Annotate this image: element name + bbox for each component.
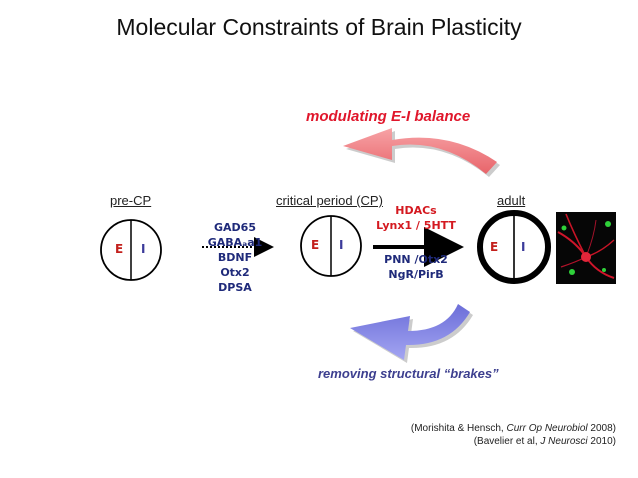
microscopy-image bbox=[556, 212, 616, 284]
stage-label-adult: adult bbox=[497, 193, 526, 208]
bottom-arrow-label: removing structural “brakes” bbox=[318, 366, 499, 381]
right-top-factor-item: Lynx1 / 5HTT bbox=[376, 219, 456, 232]
left-factor-item: BDNF bbox=[217, 251, 253, 264]
pre-cp-e-letter: E bbox=[115, 242, 124, 256]
cp-i-letter: I bbox=[339, 238, 344, 252]
right-top-factor-item: HDACs bbox=[395, 204, 437, 217]
pre-cp-i-letter: I bbox=[141, 242, 146, 256]
left-factor-item: GABAₐa1 bbox=[207, 236, 263, 249]
top-arrow-label: modulating E-I balance bbox=[306, 108, 471, 125]
cp-e-letter: E bbox=[311, 238, 320, 252]
cp-circle bbox=[300, 215, 362, 277]
left-factor-item: Otx2 bbox=[220, 266, 250, 279]
pre-cp-circle bbox=[100, 219, 162, 281]
adult-i-letter: I bbox=[521, 240, 526, 254]
left-factor-item: GAD65 bbox=[214, 221, 256, 234]
top-curved-arrow bbox=[343, 128, 500, 177]
adult-e-letter: E bbox=[490, 240, 499, 254]
stage-label-cp: critical period (CP) bbox=[276, 193, 383, 208]
right-bottom-factor-item: PNN /Otx2 bbox=[384, 253, 448, 266]
left-factor-list: GAD65 GABAₐa1 BDNF Otx2 DPSA bbox=[200, 220, 270, 295]
right-bottom-factor-item: NgR/PirB bbox=[388, 268, 444, 281]
left-factor-item: DPSA bbox=[218, 281, 252, 294]
adult-circle bbox=[477, 210, 551, 284]
right-top-factor-list: HDACs Lynx1 / 5HTT bbox=[366, 203, 466, 233]
stage-label-pre-cp: pre-CP bbox=[110, 193, 152, 208]
reference-1: (Morishita & Hensch, Curr Op Neurobiol 2… bbox=[410, 423, 616, 434]
right-bottom-factor-list: PNN /Otx2 NgR/PirB bbox=[366, 252, 466, 282]
bottom-curved-arrow bbox=[350, 304, 473, 363]
reference-2: (Bavelier et al, J Neurosci 2010) bbox=[473, 436, 616, 447]
slide-title: Molecular Constraints of Brain Plasticit… bbox=[116, 14, 522, 40]
